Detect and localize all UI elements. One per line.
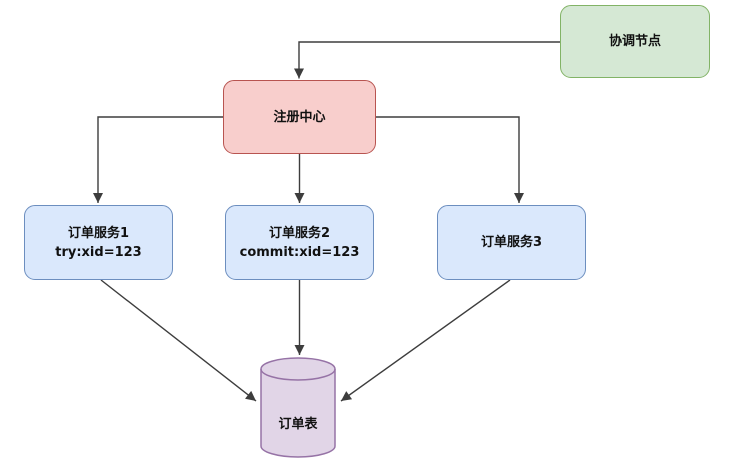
node-order-service-2-sublabel: commit:xid=123 [239, 244, 360, 260]
database-cylinder-icon [260, 357, 336, 458]
node-registry-label: 注册中心 [273, 109, 326, 125]
database-cylinder-top-arc [260, 368, 336, 381]
node-registry: 注册中心 [223, 80, 376, 154]
edge-registry-service1 [93, 116, 223, 203]
edge-service3-table [340, 279, 511, 402]
node-order-service-3: 订单服务3 [437, 205, 586, 280]
node-order-service-2-label: 订单服务2 [268, 225, 331, 241]
node-order-service-2: 订单服务2 commit:xid=123 [225, 205, 374, 280]
edge-registry-service3 [376, 116, 524, 203]
edge-service1-table [100, 279, 257, 402]
node-order-table-label: 订单表 [278, 417, 318, 432]
node-order-service-1: 订单服务1 try:xid=123 [24, 205, 173, 280]
node-order-service-1-sublabel: try:xid=123 [55, 244, 142, 260]
edge-coordinator-registry [294, 41, 560, 79]
node-coordinator-label: 协调节点 [608, 34, 661, 49]
node-coordinator: 协调节点 [560, 5, 710, 78]
node-order-table: 订单表 [260, 357, 336, 458]
node-order-service-3-label: 订单服务3 [480, 235, 543, 250]
database-cylinder-body [260, 357, 336, 458]
node-order-service-1-label: 订单服务1 [67, 225, 130, 241]
